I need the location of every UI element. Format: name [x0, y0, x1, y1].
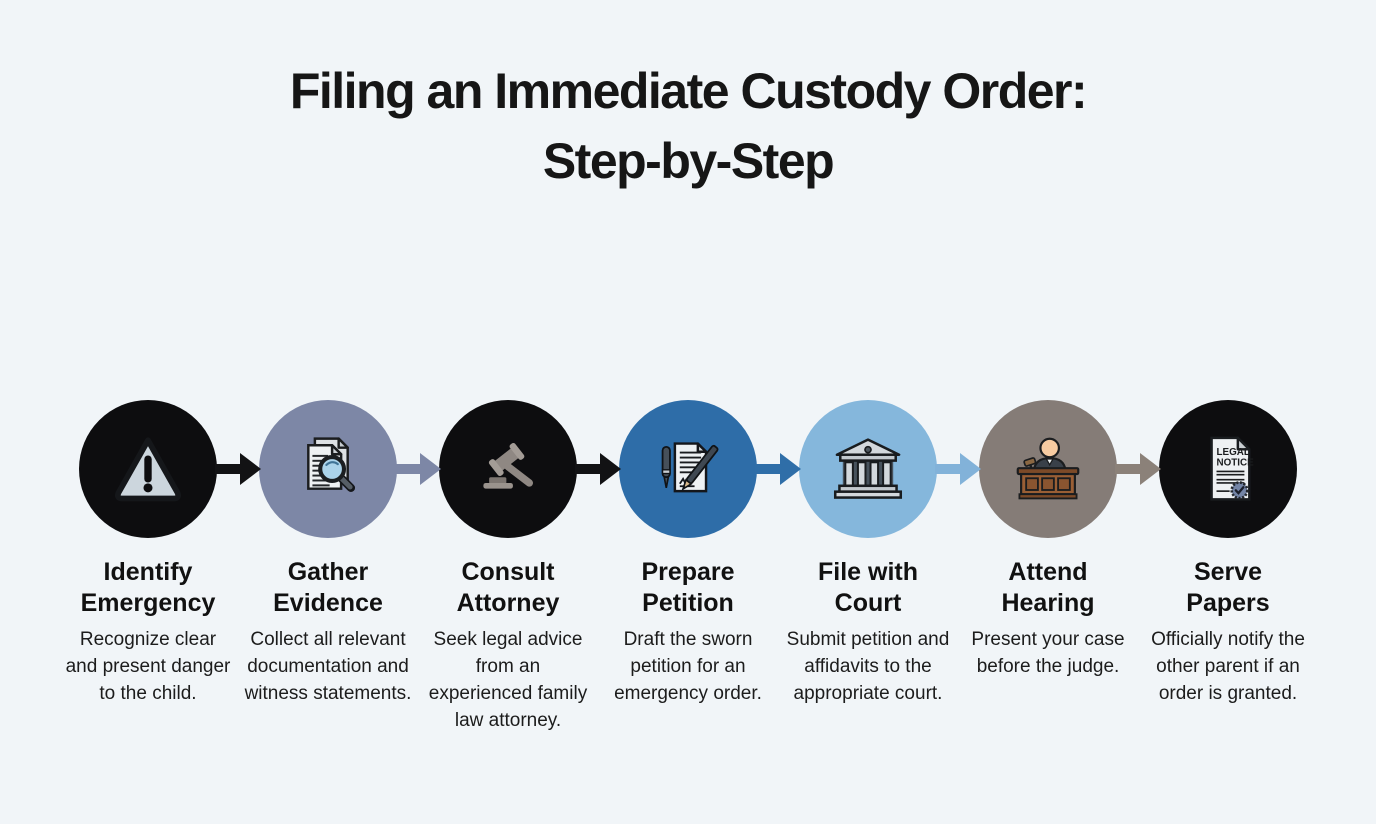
step-title: File with Court	[818, 558, 918, 617]
step-title: Attend Hearing	[1001, 558, 1095, 617]
arrow-step1-to-step2	[215, 453, 261, 485]
page-title: Filing an Immediate Custody Order: Step-…	[138, 56, 1238, 196]
arrow-step2-to-step3	[395, 453, 441, 485]
step-gather-evidence: Gather Evidence Collect all relevant doc…	[238, 400, 418, 708]
step-description: Draft the sworn petition for an emergenc…	[614, 629, 762, 704]
step-title: Prepare Petition	[641, 558, 735, 617]
step-title: Consult Attorney	[456, 558, 560, 617]
document-pen-icon	[619, 400, 757, 538]
step-description: Seek legal advice from an experienced fa…	[428, 629, 588, 731]
step-description: Present your case before the judge.	[971, 629, 1125, 677]
gavel-icon	[439, 400, 577, 538]
step-consult-attorney: Consult Attorney Seek legal advice from …	[418, 400, 598, 735]
step-identify-emergency: Identify Emergency Recognize clear and p…	[58, 400, 238, 708]
arrow-step4-to-step5	[755, 453, 801, 485]
documents-magnifier-icon	[259, 400, 397, 538]
step-description: Recognize clear and present danger to th…	[65, 629, 231, 704]
arrow-step5-to-step6	[935, 453, 981, 485]
judge-bench-icon	[979, 400, 1117, 538]
warning-triangle-icon	[79, 400, 217, 538]
step-serve-papers: LEGAL NOTICE Serve Papers Officially not…	[1138, 400, 1318, 708]
page-title-line1: Filing an Immediate Custody Order:	[289, 63, 1088, 119]
step-description: Officially notify the other parent if an…	[1151, 629, 1305, 704]
step-prepare-petition: Prepare Petition Draft the sworn petitio…	[598, 400, 778, 708]
arrow-step6-to-step7	[1115, 453, 1161, 485]
legal-notice-icon: LEGAL NOTICE	[1159, 400, 1297, 538]
process-flow: Identify Emergency Recognize clear and p…	[58, 400, 1318, 780]
step-description: Collect all relevant documentation and w…	[244, 629, 412, 704]
step-attend-hearing: Attend Hearing Present your case before …	[958, 400, 1138, 681]
arrow-step3-to-step4	[575, 453, 621, 485]
courthouse-icon	[799, 400, 937, 538]
step-file-with-court: File with Court Submit petition and affi…	[778, 400, 958, 708]
page-title-line2: Step-by-Step	[542, 133, 835, 189]
legal-notice-text-line1: LEGAL	[1217, 447, 1250, 458]
step-title: Serve Papers	[1186, 558, 1270, 617]
step-title: Identify Emergency	[80, 558, 216, 617]
legal-notice-text-line2: NOTICE	[1217, 458, 1255, 469]
step-title: Gather Evidence	[273, 558, 383, 617]
step-description: Submit petition and affidavits to the ap…	[786, 629, 950, 704]
